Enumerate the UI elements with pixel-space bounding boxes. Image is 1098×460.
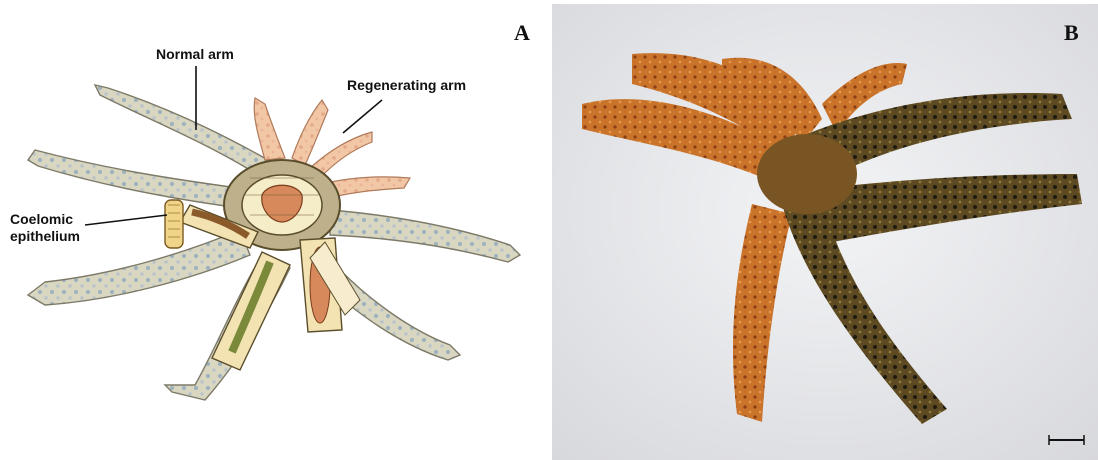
starfish-photo [552,4,1098,460]
label-regenerating-arm: Regenerating arm [347,77,466,94]
panel-label-b: B [1064,20,1079,46]
panel-label-a: A [514,20,530,46]
panel-a-illustration: A Normal arm Regenerating arm Coelomic e… [0,0,548,460]
regen-arm-1 [254,98,285,160]
label-normal-arm: Normal arm [156,46,234,63]
regen-arm-2 [292,100,328,165]
arm-left [28,150,240,208]
starfish-illustration [0,0,548,460]
label-coelomic-line2: epithelium [10,228,80,245]
panel-b-photo: B [552,4,1098,460]
label-coelomic-line1: Coelomic [10,211,73,228]
arm-right [330,210,520,262]
leader-regenerating-arm [343,100,382,133]
coelomic-epithelium-structure [165,200,183,248]
arm-upper-left [95,85,268,170]
leader-coelomic [85,215,167,225]
